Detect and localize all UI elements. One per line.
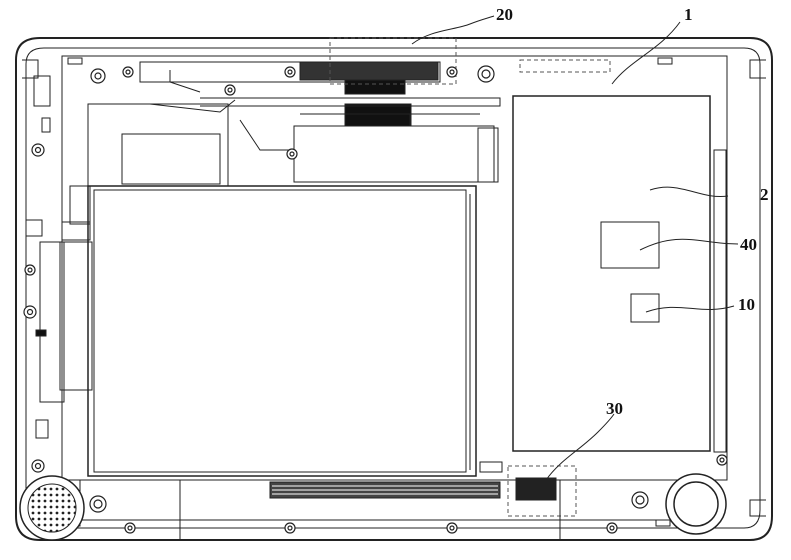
housing-outline — [15, 37, 773, 541]
left-side-components — [25, 75, 93, 439]
callout-label-20: 20 — [496, 5, 513, 24]
speaker-right — [665, 473, 727, 535]
corner-tabs — [22, 57, 766, 527]
callout-label-30: 30 — [606, 399, 623, 418]
speaker-left — [19, 475, 85, 541]
screws — [23, 65, 728, 534]
leader-lines — [411, 15, 739, 481]
right-board — [512, 95, 727, 453]
bottom-bracket — [79, 461, 709, 540]
main-panel — [87, 185, 477, 477]
top-bracket — [87, 61, 501, 187]
callout-label-1: 1 — [684, 5, 693, 24]
callout-label-40: 40 — [740, 235, 757, 254]
callout-label-2: 2 — [760, 185, 769, 204]
dashed-callouts — [329, 37, 611, 517]
callout-label-10: 10 — [738, 295, 755, 314]
